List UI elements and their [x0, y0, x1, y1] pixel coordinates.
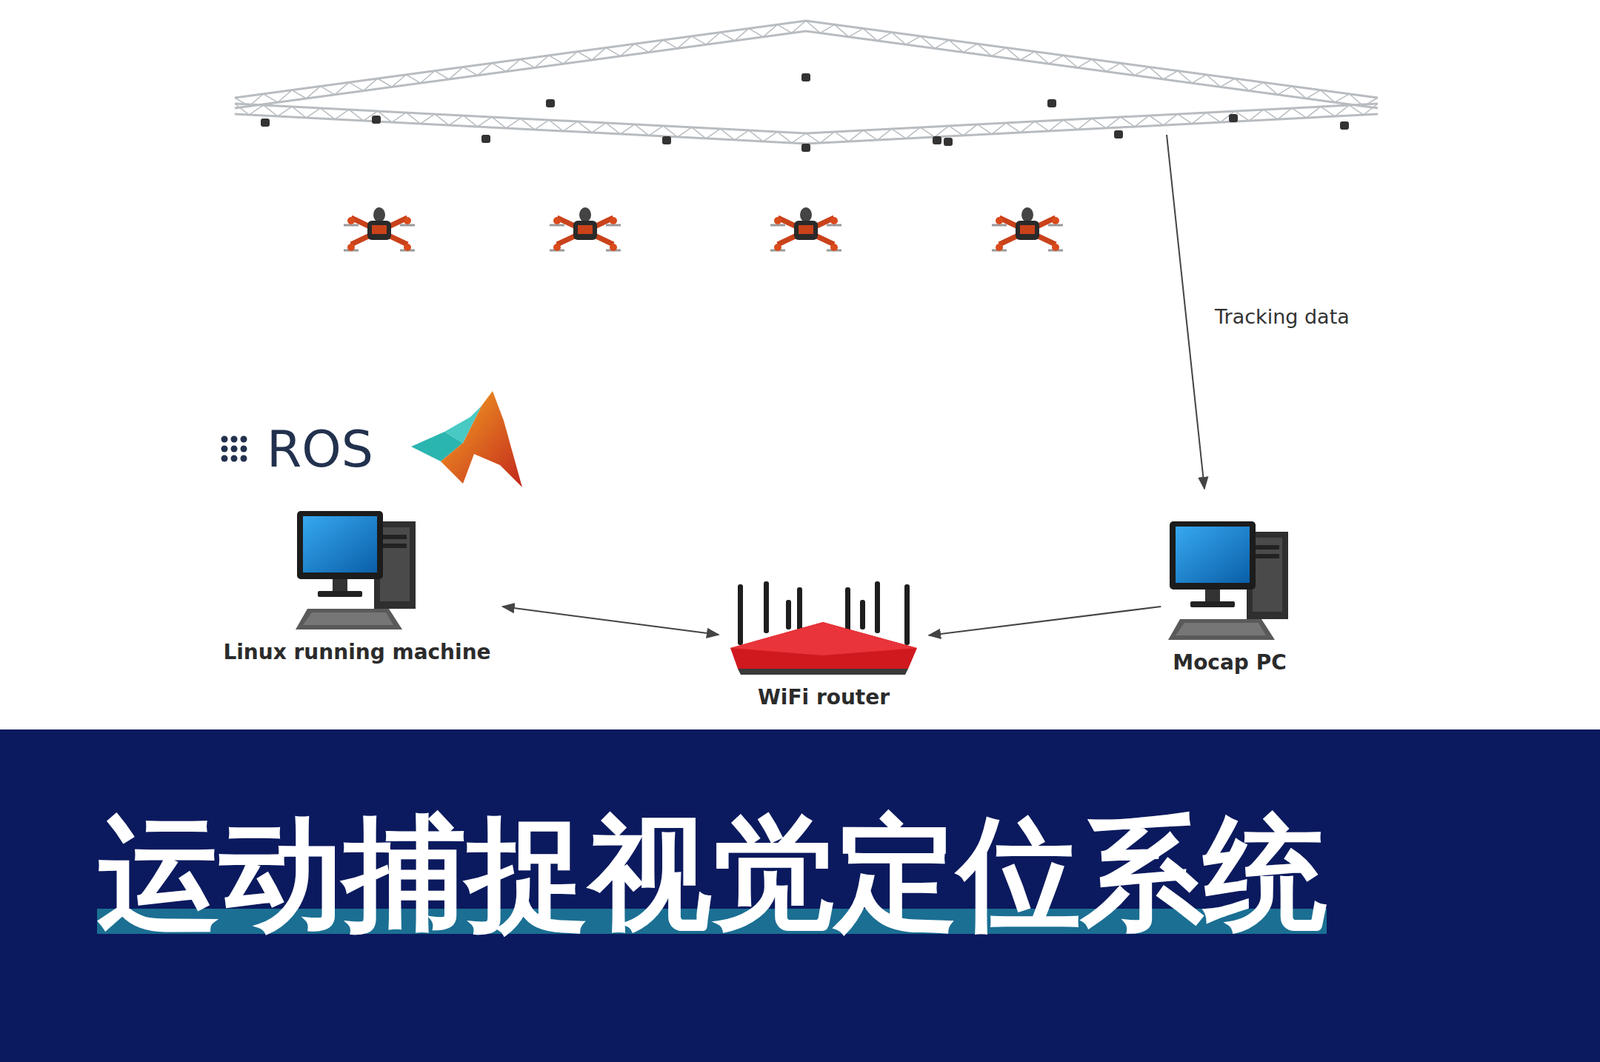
camera: [943, 137, 953, 146]
computer-node: Mocap PC: [1165, 515, 1294, 681]
camera: [801, 143, 811, 152]
camera: [545, 99, 555, 108]
connector-arrow: [928, 606, 1161, 636]
node-icon: [294, 505, 420, 633]
computer-node: Linux running machine: [215, 505, 498, 671]
node-label: Linux running machine: [215, 640, 498, 665]
ros-dots: [221, 436, 248, 463]
drone: [770, 207, 842, 252]
camera: [662, 136, 672, 145]
ros-logo-text: ROS: [266, 419, 374, 480]
tracking-arrow: [1166, 134, 1205, 489]
connector-arrow: [502, 606, 720, 635]
annotation-label: Tracking data: [1214, 305, 1350, 329]
drone: [991, 207, 1063, 252]
title: 运动捕捉视觉定位系统: [97, 800, 1327, 948]
node-icon: [1166, 515, 1293, 643]
camera: [1340, 121, 1349, 130]
camera: [932, 136, 942, 145]
camera: [481, 134, 491, 143]
camera: [371, 115, 381, 124]
router-node: WiFi router: [722, 581, 925, 716]
camera: [1114, 130, 1123, 139]
node-label: Mocap PC: [1165, 650, 1294, 675]
camera: [260, 118, 270, 127]
drone: [343, 207, 415, 252]
drone: [549, 207, 621, 252]
node-label: WiFi router: [722, 685, 925, 710]
camera: [1047, 99, 1057, 108]
camera-truss: [234, 20, 1378, 144]
camera: [801, 73, 811, 82]
node-icon: [722, 581, 925, 678]
camera: [1228, 114, 1238, 123]
matlab-logo: [411, 391, 523, 488]
